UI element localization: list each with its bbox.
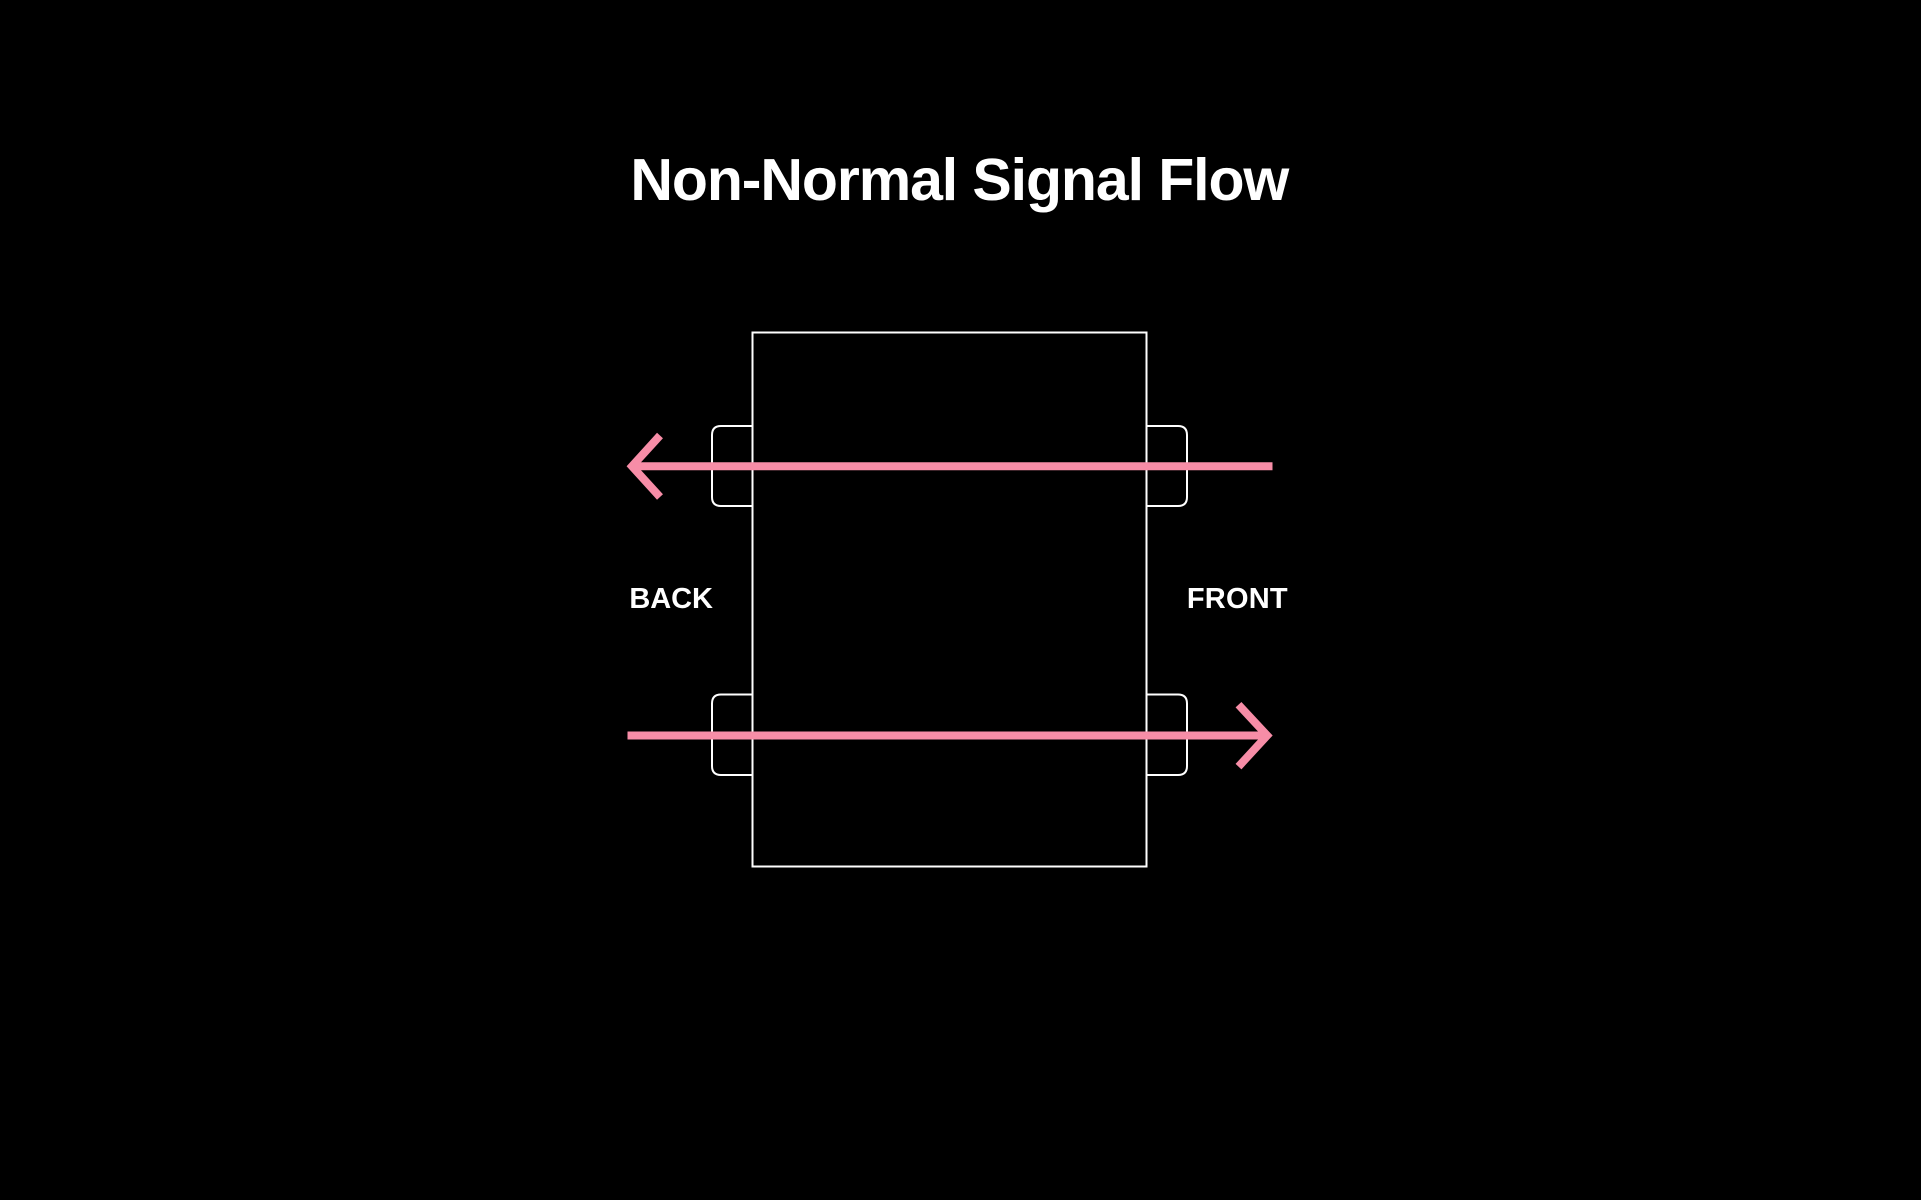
svg-text:BACK: BACK [629,583,713,615]
svg-text:FRONT: FRONT [1187,583,1288,615]
svg-text:Non-Normal Signal Flow: Non-Normal Signal Flow [630,147,1289,213]
